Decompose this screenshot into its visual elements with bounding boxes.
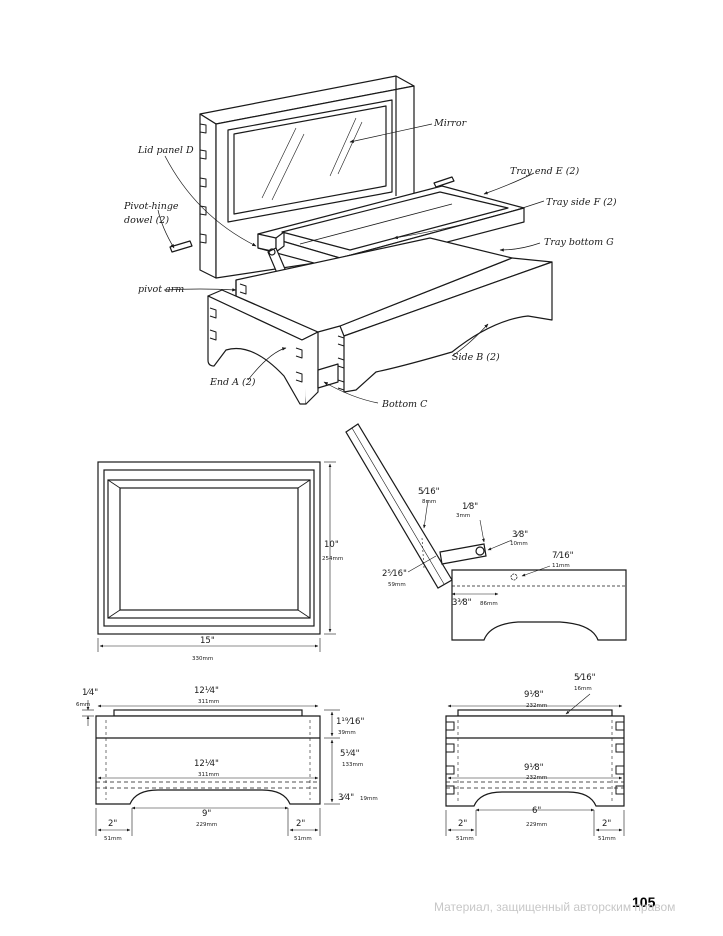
- box-side-front: [337, 257, 553, 393]
- hinge-dowel-left: [169, 240, 193, 253]
- hinge-d3-in: 3⁄8": [512, 530, 528, 540]
- front-upper-h-in: 1¹⁹⁄16": [336, 717, 364, 727]
- label-lid-panel: Lid panel D: [137, 145, 194, 156]
- label-end-a: End A (2): [209, 377, 256, 388]
- hinge-dim-lines: [423, 499, 551, 596]
- plan-depth-mm: 254mm: [322, 556, 343, 562]
- hinge-d1-mm: 8mm: [422, 499, 436, 505]
- label-bottom-c: Bottom C: [381, 399, 428, 410]
- front-foot-h-in: 3⁄4": [338, 793, 354, 803]
- label-tray-side: Tray side F (2): [546, 197, 617, 208]
- side-mid-len-in: 9¹⁄8": [524, 763, 544, 773]
- hinge-d6-mm: 86mm: [480, 601, 498, 607]
- exploded-view: [169, 75, 553, 405]
- front-total-h-mm: 133mm: [342, 762, 363, 768]
- front-total-h-in: 5¹⁄4": [340, 749, 360, 759]
- label-tray-end: Tray end E (2): [510, 166, 579, 177]
- label-pivot-hinge: Pivot-hinge: [123, 201, 179, 212]
- plan-view-labels: 15" 330mm 10" 254mm: [192, 540, 343, 662]
- plan-depth-in: 10": [324, 540, 339, 550]
- side-groove-in: 5⁄16": [574, 673, 596, 683]
- side-dim-lines: [445, 693, 625, 836]
- plan-view: [97, 461, 336, 652]
- front-dim-lines: [82, 700, 340, 836]
- label-tray-bottom: Tray bottom G: [544, 237, 614, 248]
- mirror-glare: [261, 117, 363, 201]
- hinge-d4-mm: 11mm: [552, 563, 570, 569]
- page-number: 105: [632, 894, 656, 910]
- front-left-leg-in: 2": [108, 819, 117, 829]
- side-mid-len-mm: 232mm: [526, 775, 547, 781]
- front-foot-h-mm: 19mm: [360, 796, 378, 802]
- label-pivot-arm: pivot arm: [138, 284, 184, 295]
- front-elevation: [82, 700, 340, 836]
- front-mid-len-mm: 311mm: [198, 772, 219, 778]
- side-top-len-mm: 232mm: [526, 703, 547, 709]
- label-mirror: Mirror: [433, 118, 468, 129]
- side-cut-len-mm: 229mm: [526, 822, 547, 828]
- exploded-labels: Mirror Lid panel D Tray end E (2) Tray s…: [123, 118, 617, 410]
- plan-dim-lines: [97, 461, 336, 652]
- copyright-watermark: Материал, защищенный авторским правом: [434, 900, 676, 914]
- hinge-detail-view: [345, 423, 627, 641]
- hinge-d3-mm: 10mm: [510, 541, 528, 547]
- front-cut-len-in: 9": [202, 809, 211, 819]
- hinge-detail-labels: 5⁄16" 8mm 1⁄8" 3mm 3⁄8" 10mm 7⁄16" 11mm …: [382, 487, 574, 608]
- hinge-d6-in: 3³⁄8": [452, 598, 472, 608]
- hinge-d1-in: 5⁄16": [418, 487, 440, 497]
- side-cut-len-in: 6": [532, 806, 541, 816]
- front-upper-h-mm: 39mm: [338, 730, 356, 736]
- hinge-d2-in: 1⁄8": [462, 502, 478, 512]
- hinge-d4-in: 7⁄16": [552, 551, 574, 561]
- front-left-leg-mm: 51mm: [104, 836, 122, 842]
- hinge-d5-mm: 59mm: [388, 582, 406, 588]
- side-elevation: [445, 693, 625, 836]
- bottom-panel: [317, 363, 339, 389]
- plan-width-in: 15": [200, 636, 215, 646]
- box-side-back: [235, 237, 513, 333]
- side-groove-mm: 16mm: [574, 686, 592, 692]
- side-left-leg-in: 2": [458, 819, 467, 829]
- leader-lines: [157, 123, 545, 404]
- side-elevation-labels: 5⁄16" 16mm 9¹⁄8" 232mm 9¹⁄8" 232mm 6" 22…: [456, 673, 616, 842]
- front-mid-len-in: 12¹⁄4": [194, 759, 219, 769]
- front-top-len-in: 12¹⁄4": [194, 686, 219, 696]
- hinge-d5-in: 2⁵⁄16": [382, 569, 407, 579]
- front-elevation-labels: 12¹⁄4" 311mm 12¹⁄4" 311mm 9" 229mm 2" 51…: [76, 686, 378, 842]
- front-right-leg-mm: 51mm: [294, 836, 312, 842]
- hinge-d2-mm: 3mm: [456, 513, 470, 519]
- front-cut-len-mm: 229mm: [196, 822, 217, 828]
- box-end-left: [207, 289, 319, 405]
- label-pivot-hinge-dowel: dowel (2): [124, 215, 169, 226]
- front-right-leg-in: 2": [296, 819, 305, 829]
- side-right-leg-mm: 51mm: [598, 836, 616, 842]
- front-lid-thk-in: 1⁄4": [82, 688, 98, 698]
- side-right-leg-in: 2": [602, 819, 611, 829]
- label-side-b: Side B (2): [452, 352, 500, 363]
- hinge-dowel-right: [433, 176, 455, 188]
- side-top-len-in: 9¹⁄8": [524, 690, 544, 700]
- side-left-leg-mm: 51mm: [456, 836, 474, 842]
- front-top-len-mm: 311mm: [198, 699, 219, 705]
- plan-width-mm: 330mm: [192, 656, 213, 662]
- front-lid-thk-mm: 6mm: [76, 702, 90, 708]
